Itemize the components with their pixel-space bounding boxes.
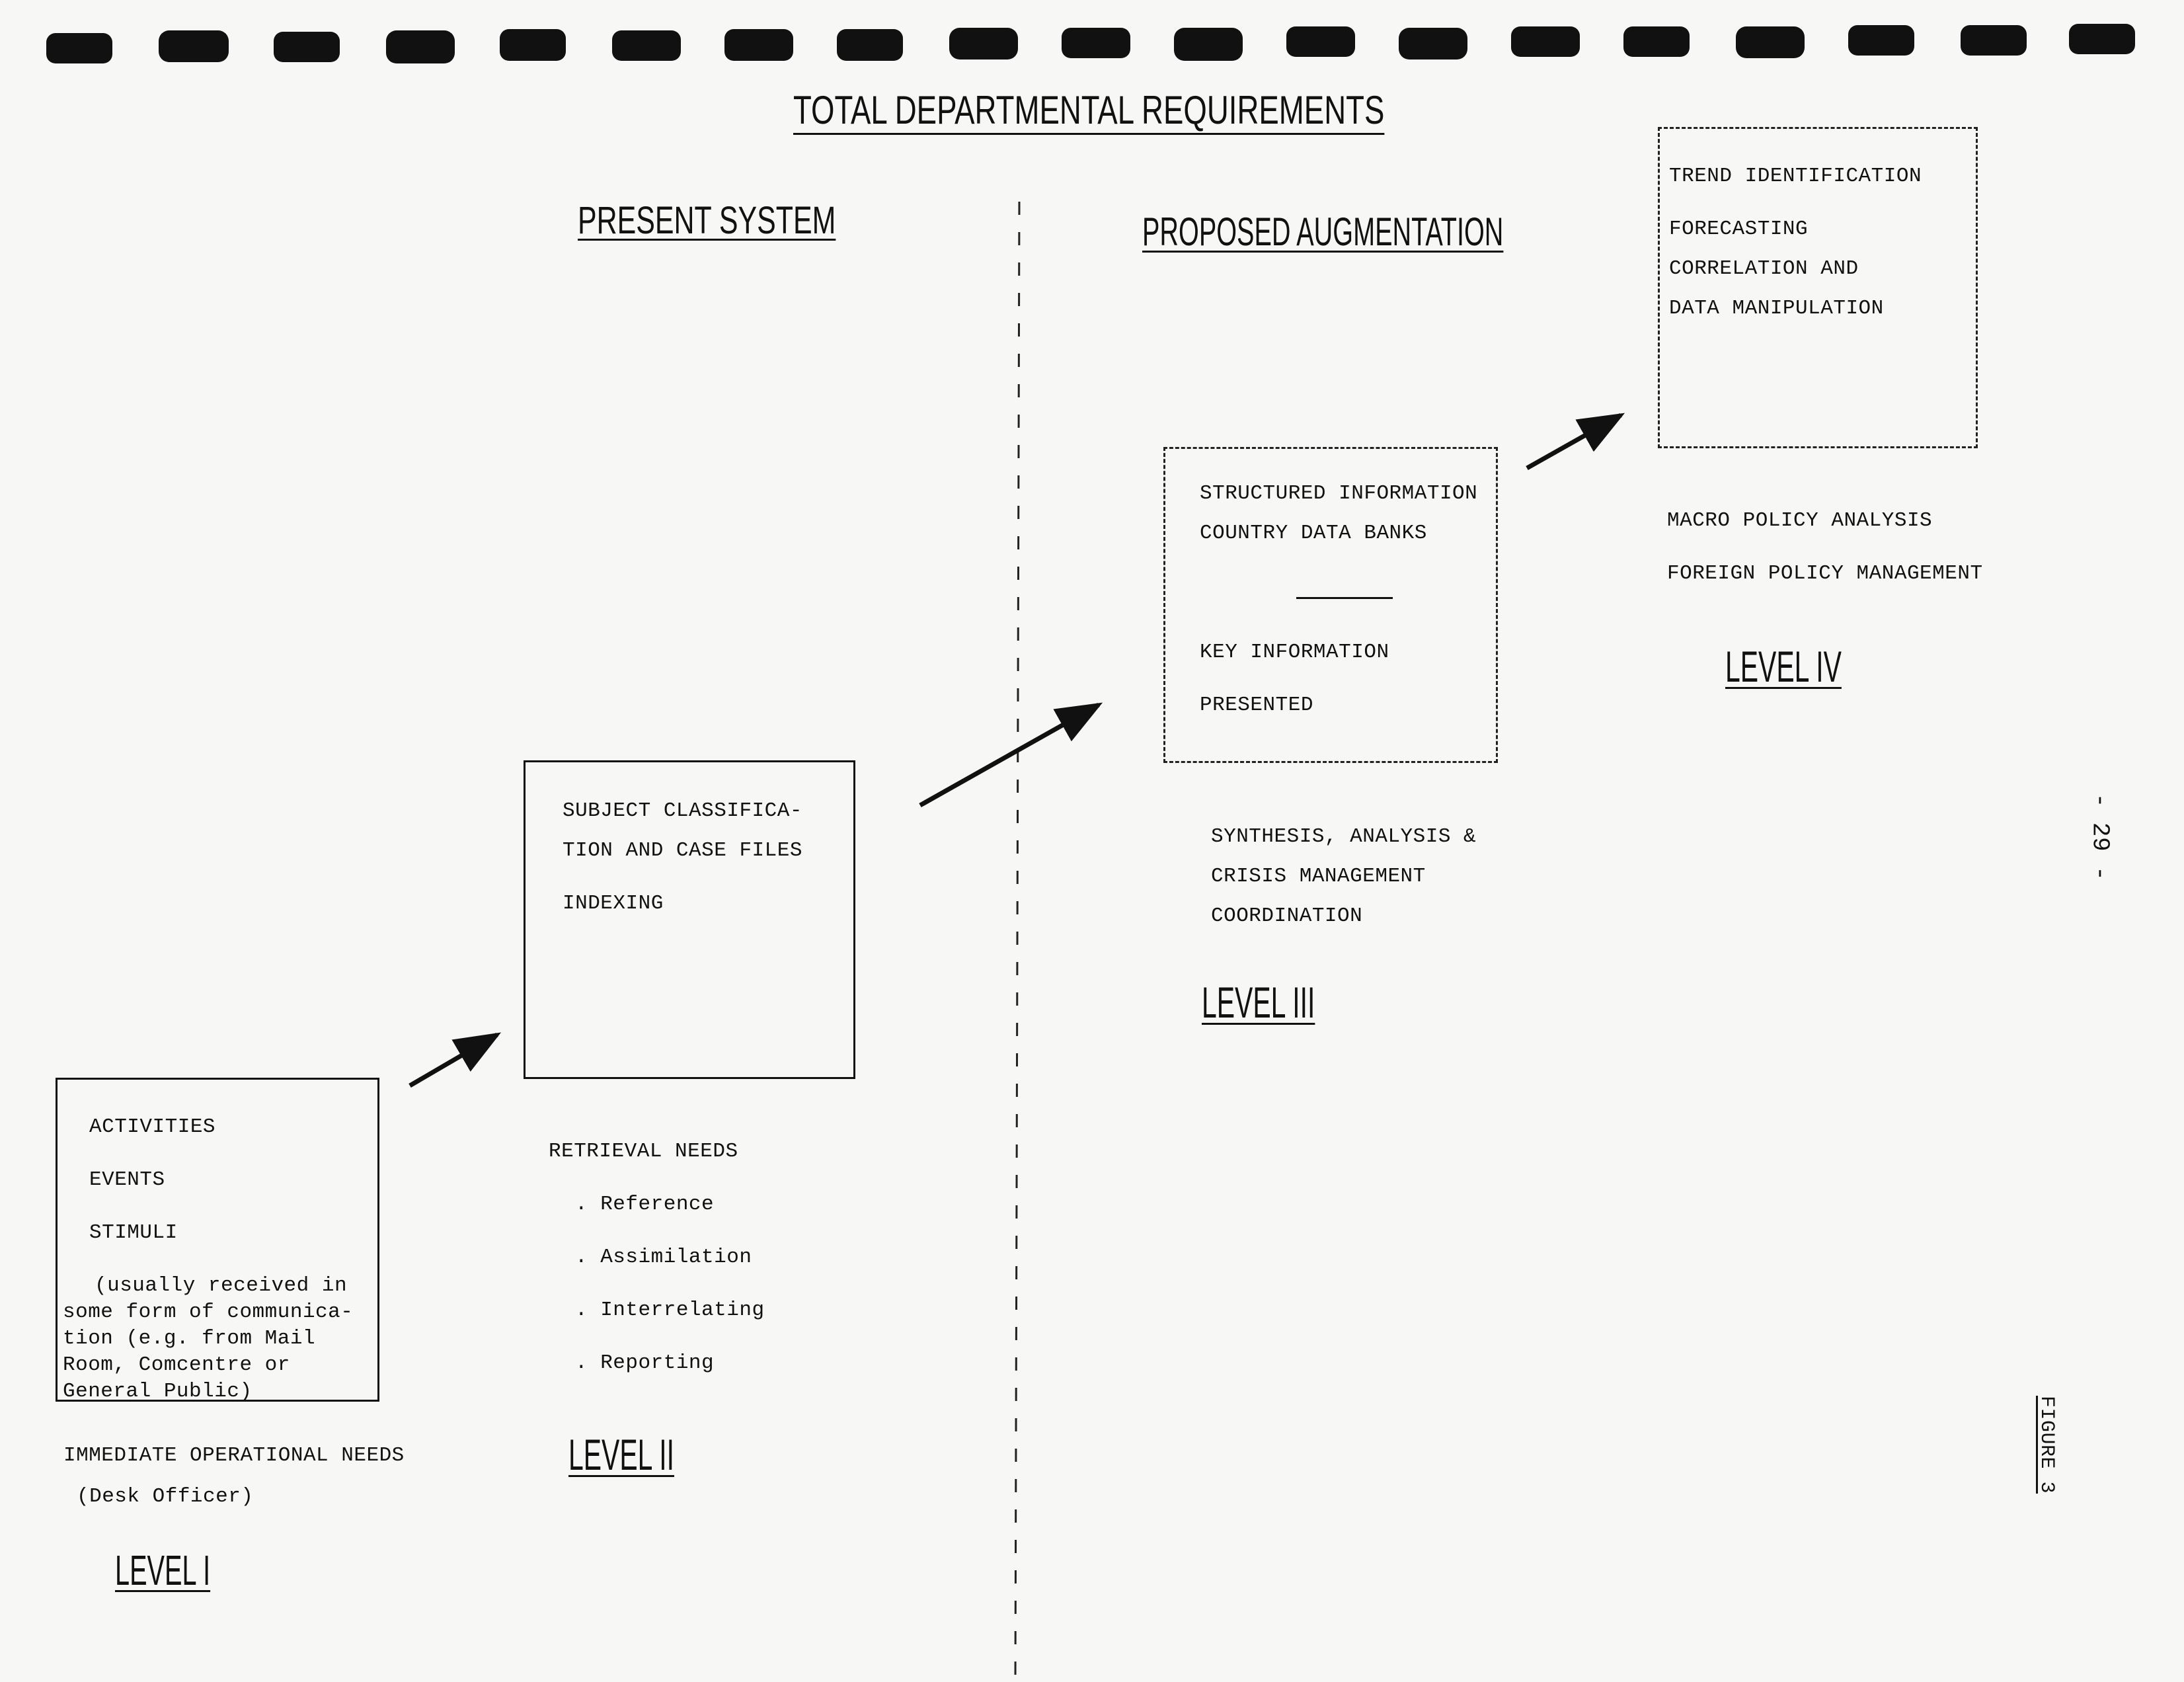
binding-hole [159, 30, 229, 62]
binding-hole [612, 30, 681, 61]
level4-box-line: TREND IDENTIFICATION [1669, 165, 1922, 188]
binding-hole [1511, 26, 1580, 57]
level1-box-note: Room, Comcentre or [63, 1353, 290, 1377]
level4-caption: MACRO POLICY ANALYSIS [1667, 509, 1933, 532]
level2-box: SUBJECT CLASSIFICA- TION AND CASE FILES … [524, 760, 855, 1079]
binding-hole [837, 29, 903, 61]
binding-hole [46, 33, 112, 63]
arrow-level1-to-level2 [409, 1032, 502, 1088]
level1-box-note: General Public) [63, 1380, 253, 1402]
binding-hole [1062, 28, 1130, 58]
level3-caption: SYNTHESIS, ANALYSIS & [1211, 825, 1477, 848]
level3-box-line: KEY INFORMATION [1200, 641, 1389, 664]
level2-box-line: INDEXING [563, 892, 664, 915]
level4-box-line: FORECASTING [1669, 218, 1809, 241]
level2-caption-item: . Assimilation [575, 1246, 752, 1269]
level3-box-line: STRUCTURED INFORMATION [1200, 482, 1478, 505]
level4-box-line: DATA MANIPULATION [1669, 297, 1884, 320]
level1-box-note: tion (e.g. from Mail [63, 1327, 316, 1350]
binding-hole [1399, 28, 1467, 60]
level2-caption-item: . Interrelating [575, 1299, 765, 1322]
binding-hole-group [46, 24, 2135, 63]
level2-label: LEVEL II [568, 1430, 674, 1479]
level2-box-line: TION AND CASE FILES [563, 839, 802, 862]
binding-holes [46, 24, 2135, 63]
binding-hole [1961, 25, 2027, 56]
level2-box-line: SUBJECT CLASSIFICA- [563, 799, 802, 822]
arrow-level3-to-level4 [1526, 413, 1625, 471]
level3-caption: CRISIS MANAGEMENT [1211, 865, 1426, 888]
level1-box-line: ACTIVITIES [89, 1115, 216, 1139]
center-divider [1014, 201, 1021, 1682]
section-heading-present: PRESENT SYSTEM [578, 199, 836, 242]
figure-label: FIGURE 3 [2035, 1395, 2058, 1494]
binding-hole [1623, 26, 1690, 57]
level1-box-line: EVENTS [89, 1168, 165, 1191]
level1-caption: IMMEDIATE OPERATIONAL NEEDS [63, 1444, 405, 1467]
page-number: - 29 - [2086, 793, 2114, 881]
level3-caption: COORDINATION [1211, 904, 1363, 928]
level3-box-separator [1296, 597, 1393, 599]
binding-hole [1736, 26, 1805, 58]
level2-caption-item: . Reference [575, 1193, 715, 1216]
level1-box-line: STIMULI [89, 1221, 178, 1244]
level4-caption: FOREIGN POLICY MANAGEMENT [1667, 562, 1983, 585]
level1-label: LEVEL I [115, 1546, 211, 1594]
level3-box: STRUCTURED INFORMATION COUNTRY DATA BANK… [1163, 447, 1498, 763]
binding-hole [2069, 24, 2135, 54]
binding-hole [274, 32, 340, 62]
binding-hole [1286, 26, 1355, 57]
binding-hole [386, 30, 455, 63]
arrow-level2-to-level3 [919, 702, 1103, 808]
level3-box-line: PRESENTED [1200, 694, 1313, 717]
level2-caption-item: . Reporting [575, 1351, 715, 1375]
level1-box-note: some form of communica- [63, 1301, 354, 1324]
binding-hole [1848, 25, 1914, 56]
section-heading-proposed: PROPOSED AUGMENTATION [1142, 210, 1504, 254]
level4-box-line: CORRELATION AND [1669, 257, 1859, 280]
level3-box-line: COUNTRY DATA BANKS [1200, 522, 1427, 545]
level4-label: LEVEL IV [1725, 642, 1842, 691]
binding-hole [1174, 28, 1243, 61]
level1-box: ACTIVITIES EVENTS STIMULI (usually recei… [56, 1078, 379, 1402]
page-title: TOTAL DEPARTMENTAL REQUIREMENTS [793, 88, 1385, 132]
level1-box-note: (usually received in [95, 1274, 348, 1297]
level1-caption: (Desk Officer) [77, 1485, 254, 1508]
binding-hole [949, 28, 1018, 60]
level2-caption-title: RETRIEVAL NEEDS [549, 1140, 738, 1163]
level3-label: LEVEL III [1202, 978, 1315, 1027]
binding-hole [500, 29, 566, 61]
level4-box: TREND IDENTIFICATION FORECASTING CORRELA… [1658, 127, 1978, 448]
binding-hole [724, 29, 793, 61]
